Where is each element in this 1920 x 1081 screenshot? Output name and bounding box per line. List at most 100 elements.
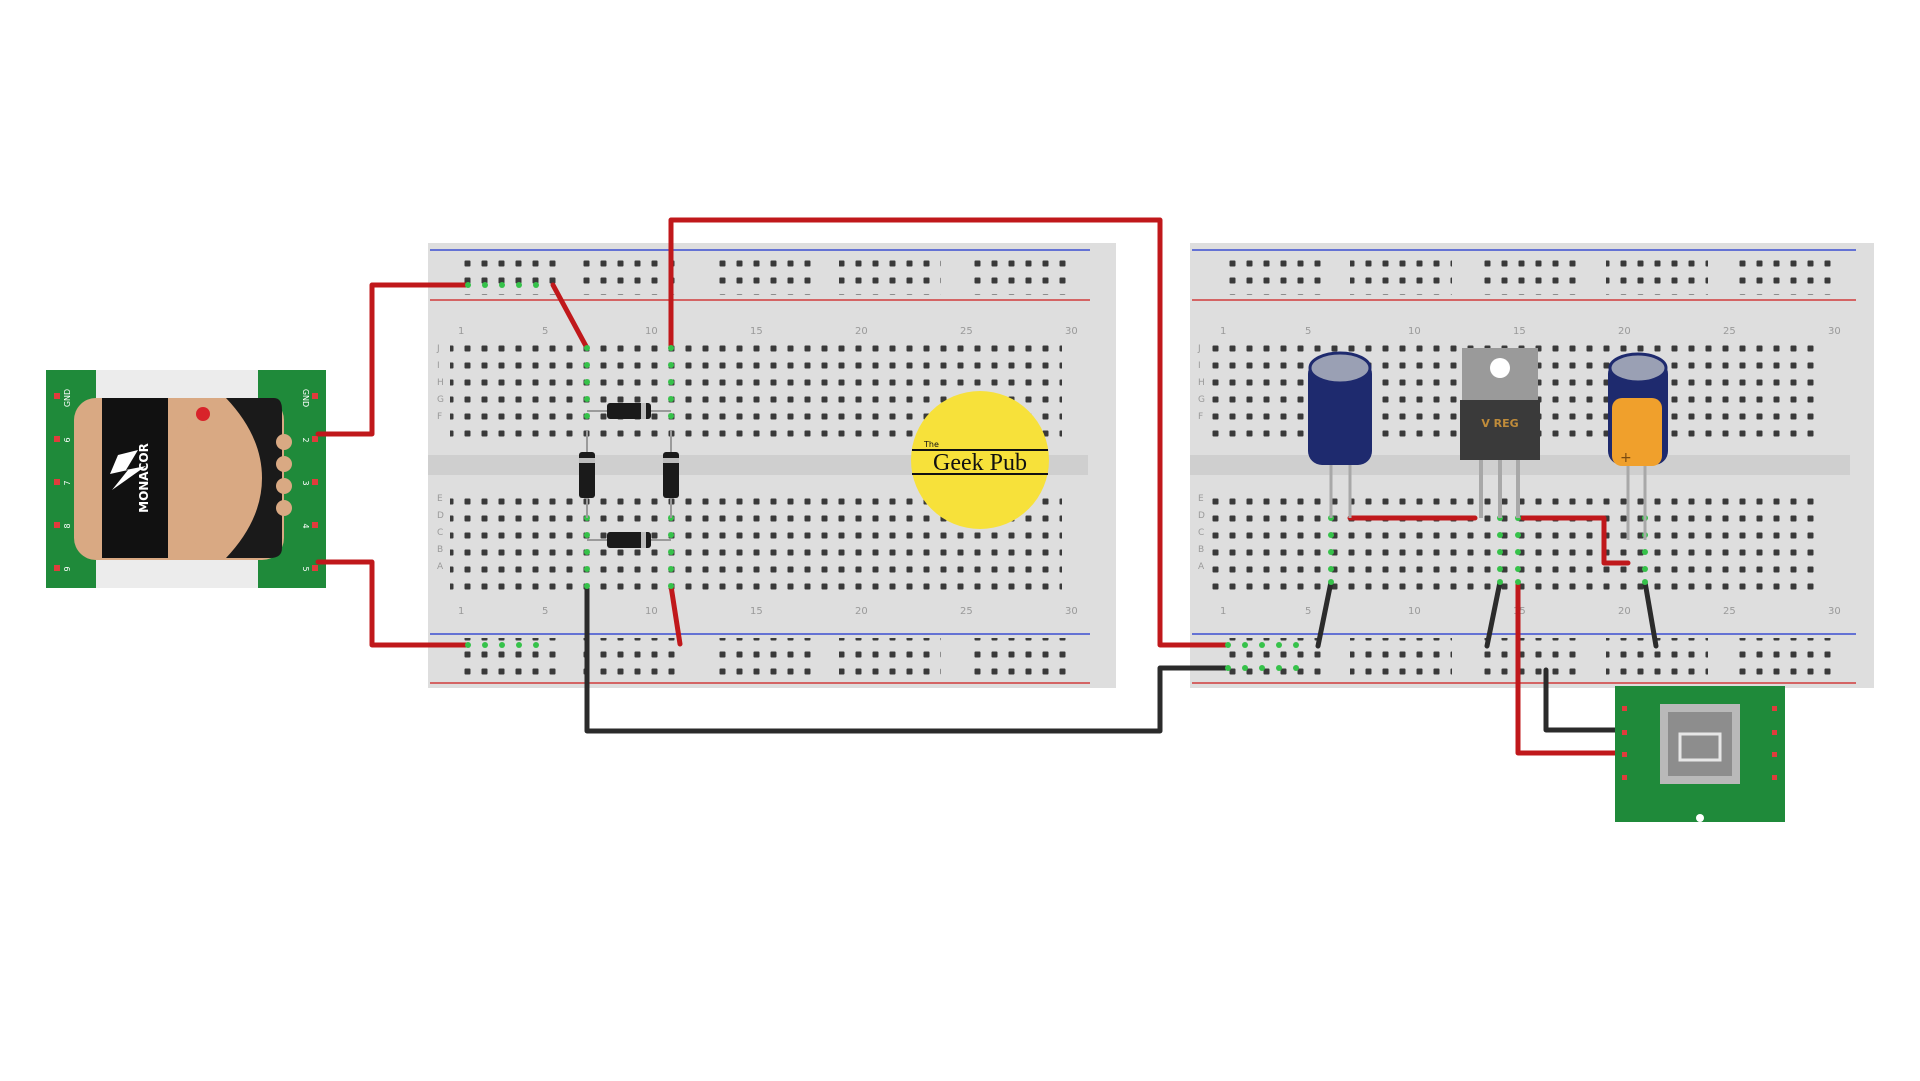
wire-red [550, 282, 590, 351]
row-letter: C [437, 528, 443, 538]
transformer-label-plate [102, 398, 168, 558]
breadboard-right: 1 5 10 15 20 25 30 1 5 10 15 20 25 30 J … [1190, 243, 1874, 688]
wire-black [584, 583, 1231, 734]
pin-label: 5 [301, 566, 310, 571]
transformer-pins [54, 393, 318, 571]
wire-black [1543, 667, 1625, 733]
row-letter: C [1198, 528, 1204, 538]
col-number: 1 [458, 326, 464, 337]
transformer-core [226, 398, 282, 558]
logo-circle [911, 391, 1049, 529]
geekpub-logo: The Geek Pub [911, 391, 1049, 529]
bridge-rectifier [579, 403, 679, 548]
pin-label: 4 [301, 523, 310, 528]
usb-pins [1622, 706, 1777, 780]
col-number: 10 [645, 326, 658, 337]
col-number: 15 [750, 606, 763, 617]
column-numbers: 1 5 10 15 20 25 30 1 5 10 15 20 25 30 [458, 326, 1078, 617]
row-letter: D [437, 511, 444, 521]
pin-label: 7 [63, 480, 72, 485]
transformer-winding [186, 398, 274, 558]
col-number: 5 [1305, 606, 1311, 617]
logo-small-text: The [923, 440, 939, 449]
col-number: 30 [1065, 606, 1078, 617]
row-letter: E [1198, 494, 1204, 504]
row-letter: F [1198, 412, 1203, 422]
capacitor-top [1608, 352, 1668, 384]
pin-label: 6 [63, 437, 72, 442]
pin-label: 8 [63, 523, 72, 528]
row-letter: H [1198, 378, 1205, 388]
row-letter: J [436, 344, 440, 354]
regulator-body [1460, 400, 1540, 460]
rail-holes-top [455, 255, 1069, 295]
row-letter: B [1198, 545, 1204, 555]
col-number: 10 [645, 606, 658, 617]
wire-black [1642, 579, 1659, 649]
lightning-icon [110, 450, 146, 490]
col-number: 5 [542, 326, 548, 337]
col-number: 30 [1065, 326, 1078, 337]
wire-black [1484, 579, 1503, 649]
logo-big-text: Geek Pub [933, 450, 1027, 476]
col-number: 20 [855, 326, 868, 337]
col-number: 15 [750, 326, 763, 337]
wire-red [668, 217, 1231, 648]
wire-red [315, 559, 471, 648]
row-letter: D [1198, 511, 1205, 521]
diode [587, 532, 671, 548]
wire-black [1315, 579, 1334, 649]
col-number: 20 [855, 606, 868, 617]
pin-label: GND [301, 389, 310, 407]
row-letter: A [1198, 562, 1205, 572]
pin-label: 9 [63, 566, 72, 571]
diode [587, 403, 671, 419]
col-number: 25 [1723, 326, 1736, 337]
row-letter: I [437, 361, 440, 371]
col-number: 20 [1618, 606, 1631, 617]
connection-dots [465, 282, 1648, 671]
usb-breakout [1615, 686, 1785, 822]
col-number: 10 [1408, 606, 1421, 617]
regulator-label: V REG [1481, 417, 1518, 430]
col-number: 25 [960, 606, 973, 617]
tantalum-body [1612, 398, 1662, 466]
wire-red [668, 583, 683, 647]
wire-red [315, 282, 471, 437]
row-letter: J [1197, 344, 1201, 354]
col-number: 5 [542, 606, 548, 617]
transformer-bumps [276, 434, 292, 516]
col-number: 25 [960, 326, 973, 337]
row-letters: J I H G F E D C B A [436, 344, 444, 572]
col-number: 15 [1513, 326, 1526, 337]
wire-red [1515, 579, 1625, 756]
usb-icon [1678, 732, 1722, 762]
col-number: 25 [1723, 606, 1736, 617]
diode [663, 430, 679, 518]
row-letter: B [437, 545, 443, 555]
transformer: MONACOR GND GND 2 3 4 5 6 7 8 9 [46, 370, 326, 588]
row-letter: H [437, 378, 444, 388]
col-number: 1 [458, 606, 464, 617]
regulator-mount-hole [1490, 358, 1510, 378]
col-number: 1 [1220, 606, 1226, 617]
col-number: 10 [1408, 326, 1421, 337]
col-number: 30 [1828, 326, 1841, 337]
rail-holes-top [1222, 255, 1836, 295]
usb-mount-hole [1696, 814, 1704, 822]
electrolytic-capacitor [1308, 351, 1372, 518]
row-letter: G [1198, 395, 1205, 405]
col-number: 1 [1220, 326, 1226, 337]
rail-holes-bottom [455, 638, 1069, 678]
row-letter: E [437, 494, 443, 504]
row-letter: F [437, 412, 442, 422]
tantalum-capacitor: + [1612, 398, 1662, 466]
row-letter: I [1198, 361, 1201, 371]
transformer-brand: MONACOR [137, 443, 151, 513]
col-number: 5 [1305, 326, 1311, 337]
polarity-mark: + [1620, 450, 1632, 466]
row-letter: A [437, 562, 444, 572]
pin-label: 2 [301, 437, 310, 442]
